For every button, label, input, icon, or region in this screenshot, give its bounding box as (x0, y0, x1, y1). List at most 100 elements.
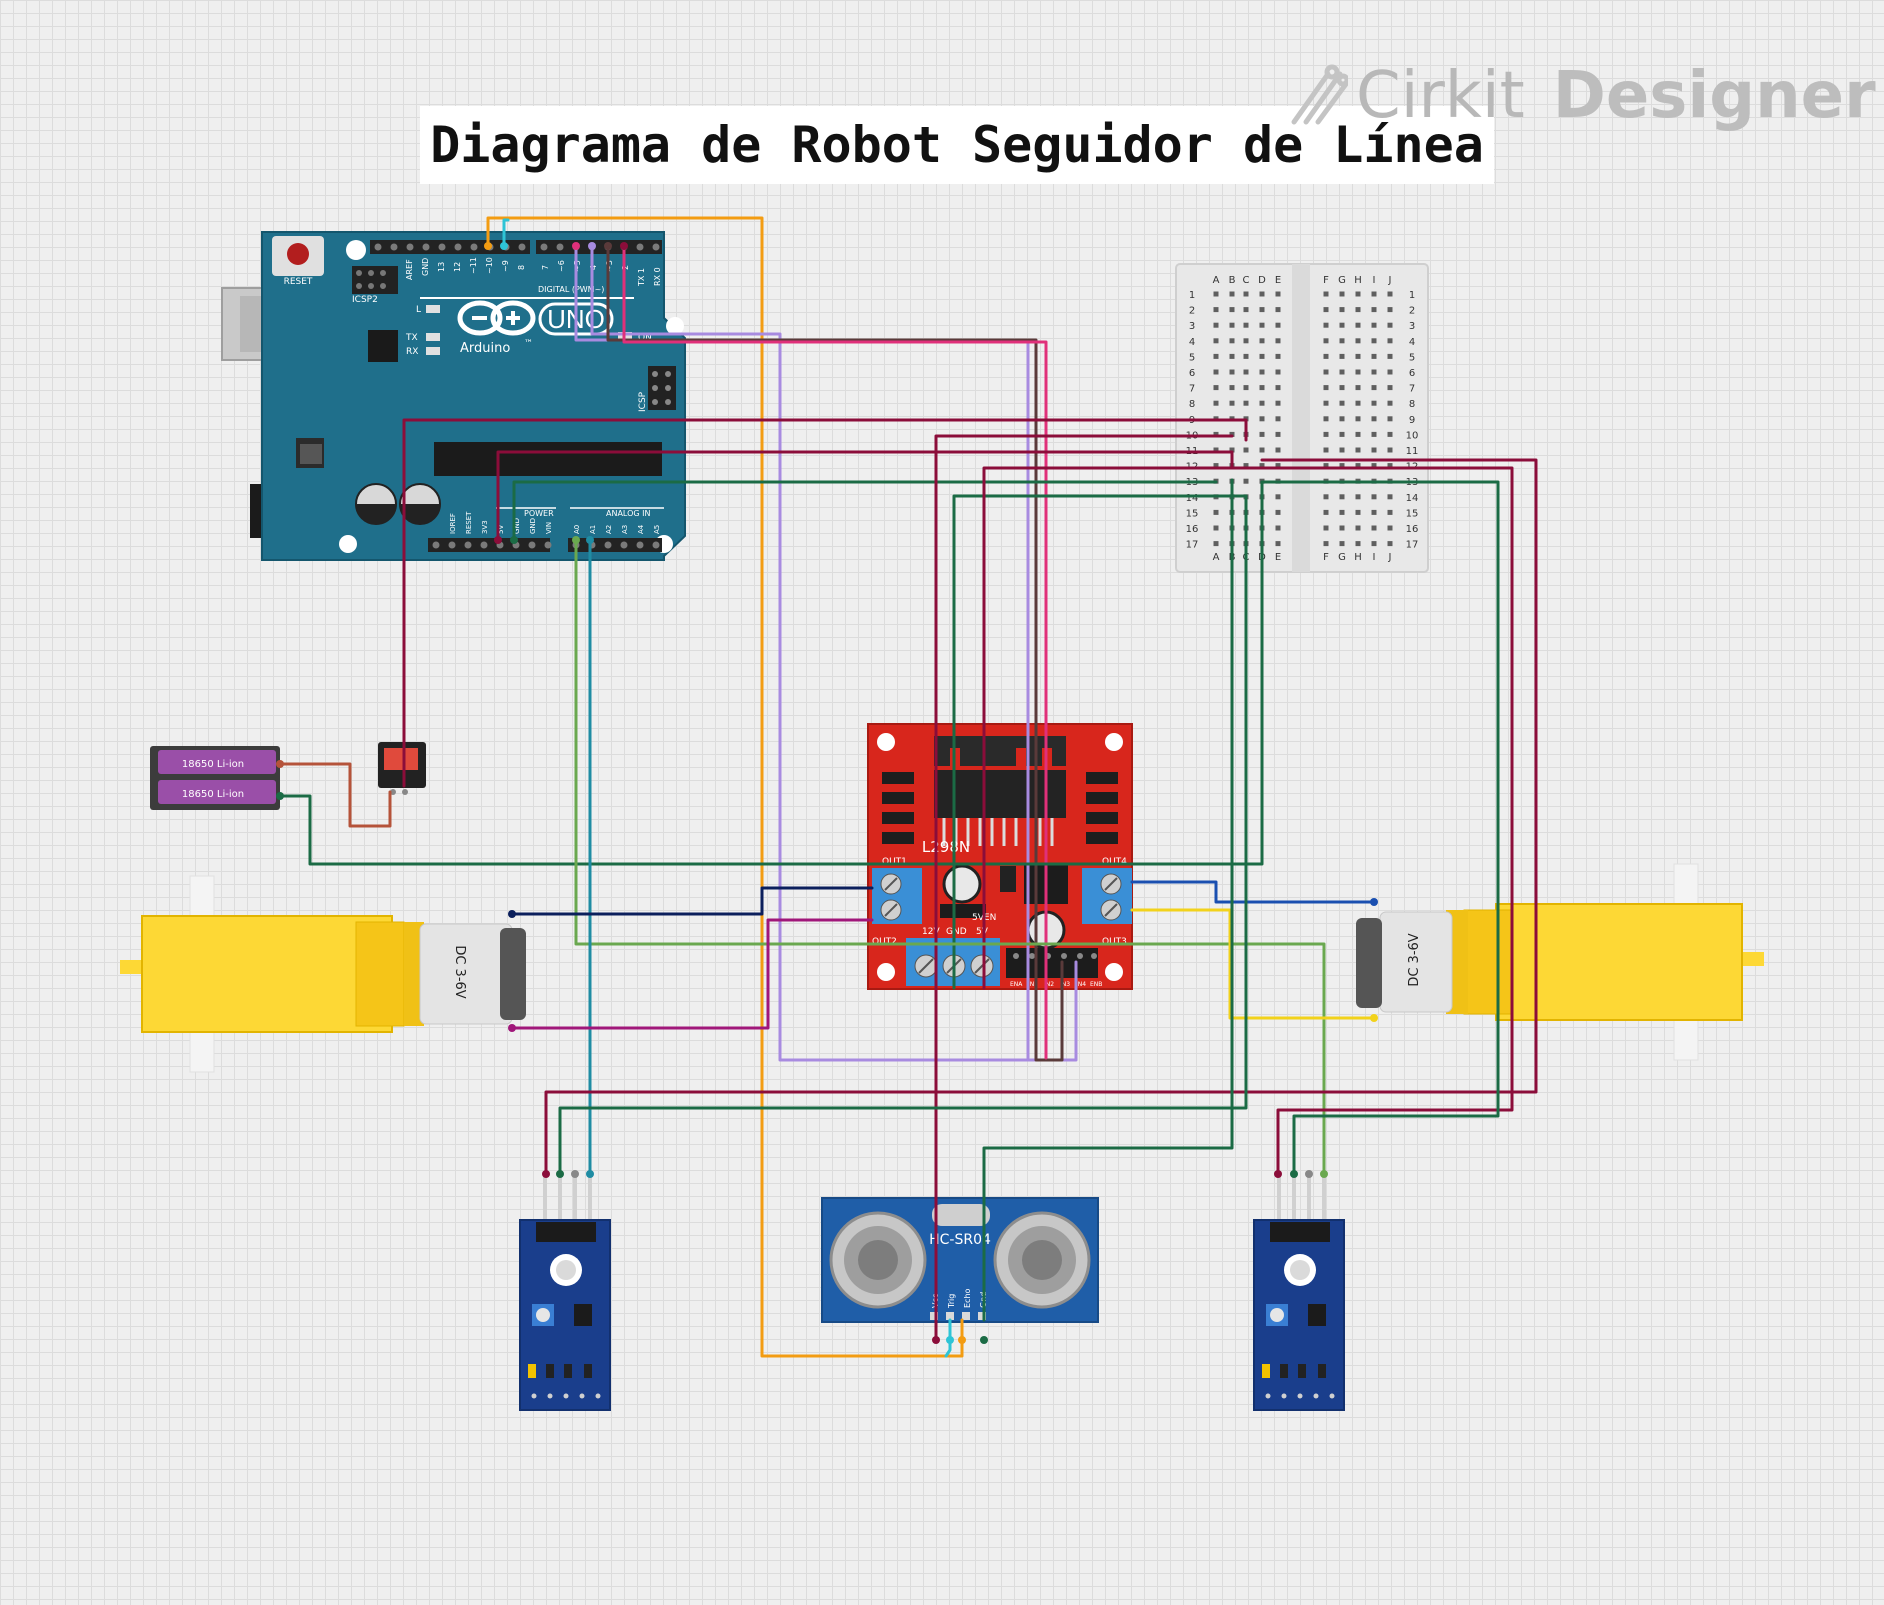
breadboard-hole[interactable] (1339, 463, 1345, 469)
wire-gnd-sonar[interactable] (982, 478, 1234, 1322)
breadboard-hole[interactable] (1339, 307, 1345, 313)
breadboard-hole[interactable] (1355, 416, 1361, 422)
breadboard-hole[interactable] (1339, 338, 1345, 344)
breadboard-hole[interactable] (1355, 353, 1361, 359)
breadboard-hole[interactable] (1259, 385, 1265, 391)
wire-gnd-to-breadboard[interactable] (512, 480, 1218, 542)
breadboard-hole[interactable] (1323, 541, 1329, 547)
breadboard-hole[interactable] (1229, 400, 1235, 406)
breadboard-hole[interactable] (1259, 400, 1265, 406)
breadboard-hole[interactable] (1371, 431, 1377, 437)
breadboard-hole[interactable] (1355, 385, 1361, 391)
breadboard-hole[interactable] (1213, 369, 1219, 375)
breadboard-hole[interactable] (1387, 494, 1393, 500)
breadboard-hole[interactable] (1213, 353, 1219, 359)
breadboard-hole[interactable] (1275, 463, 1281, 469)
breadboard-hole[interactable] (1339, 447, 1345, 453)
breadboard-hole[interactable] (1339, 525, 1345, 531)
breadboard-hole[interactable] (1387, 525, 1393, 531)
breadboard-hole[interactable] (1371, 291, 1377, 297)
breadboard-hole[interactable] (1229, 431, 1235, 437)
breadboard-hole[interactable] (1323, 509, 1329, 515)
breadboard-hole[interactable] (1275, 400, 1281, 406)
breadboard-hole[interactable] (1387, 400, 1393, 406)
breadboard-hole[interactable] (1275, 525, 1281, 531)
breadboard-hole[interactable] (1323, 447, 1329, 453)
breadboard-hole[interactable] (1229, 291, 1235, 297)
breadboard-hole[interactable] (1243, 463, 1249, 469)
breadboard-hole[interactable] (1387, 509, 1393, 515)
breadboard-hole[interactable] (1229, 338, 1235, 344)
breadboard-hole[interactable] (1323, 463, 1329, 469)
breadboard-hole[interactable] (1213, 338, 1219, 344)
wire-a0-ir-left[interactable] (574, 538, 1326, 1176)
wire-out3-motor-right[interactable] (1130, 908, 1376, 1020)
breadboard-hole[interactable] (1355, 447, 1361, 453)
breadboard-hole[interactable] (1387, 322, 1393, 328)
breadboard-hole[interactable] (1387, 385, 1393, 391)
breadboard-hole[interactable] (1387, 353, 1393, 359)
breadboard-hole[interactable] (1243, 385, 1249, 391)
wire-breadboard-5v-driver[interactable] (982, 466, 1264, 990)
breadboard-hole[interactable] (1339, 369, 1345, 375)
breadboard-hole[interactable] (1355, 322, 1361, 328)
breadboard-hole[interactable] (1371, 369, 1377, 375)
breadboard-hole[interactable] (1339, 431, 1345, 437)
breadboard-hole[interactable] (1339, 494, 1345, 500)
wire-gnd-ir-left[interactable] (558, 494, 1248, 1176)
breadboard-hole[interactable] (1243, 447, 1249, 453)
breadboard-hole[interactable] (1243, 338, 1249, 344)
breadboard-hole[interactable] (1243, 307, 1249, 313)
breadboard-hole[interactable] (1371, 447, 1377, 453)
breadboard-hole[interactable] (1323, 291, 1329, 297)
wire-vcc-ir-left[interactable] (544, 458, 1538, 1176)
breadboard-hole[interactable] (1243, 400, 1249, 406)
wire-out2-motor-left[interactable] (510, 918, 874, 1030)
breadboard-hole[interactable] (1387, 541, 1393, 547)
breadboard-hole[interactable] (1275, 322, 1281, 328)
breadboard-hole[interactable] (1213, 322, 1219, 328)
wire-pin6-to-in3[interactable] (606, 244, 1064, 1062)
breadboard-hole[interactable] (1259, 416, 1265, 422)
breadboard-hole[interactable] (1355, 431, 1361, 437)
breadboard-hole[interactable] (1339, 400, 1345, 406)
breadboard-hole[interactable] (1275, 494, 1281, 500)
breadboard-hole[interactable] (1275, 431, 1281, 437)
breadboard-hole[interactable] (1275, 447, 1281, 453)
breadboard-hole[interactable] (1355, 463, 1361, 469)
breadboard-hole[interactable] (1355, 369, 1361, 375)
breadboard-hole[interactable] (1213, 431, 1219, 437)
breadboard-hole[interactable] (1323, 353, 1329, 359)
arduino-uno[interactable]: RESET ICSP2 AREF GND 13 12 ~11 ~10 ~9 8 … (221, 231, 686, 561)
breadboard-hole[interactable] (1323, 431, 1329, 437)
breadboard-hole[interactable] (1323, 338, 1329, 344)
breadboard-hole[interactable] (1275, 338, 1281, 344)
breadboard-hole[interactable] (1213, 525, 1219, 531)
power-switch[interactable] (378, 742, 426, 795)
breadboard-hole[interactable] (1355, 525, 1361, 531)
breadboard-hole[interactable] (1371, 338, 1377, 344)
breadboard-hole[interactable] (1213, 291, 1219, 297)
ir-sensor-left[interactable] (519, 1176, 611, 1411)
breadboard-hole[interactable] (1275, 369, 1281, 375)
wire-gnd-ir-right[interactable] (1260, 480, 1500, 1176)
breadboard-hole[interactable] (1339, 416, 1345, 422)
breadboard-hole[interactable] (1355, 494, 1361, 500)
l298n-driver[interactable]: L298N OUT1 OUT2 OUT3 OUT4 5VEN 12V GND 5… (867, 723, 1133, 990)
breadboard-hole[interactable] (1229, 447, 1235, 453)
wire-breadboard-gnd-driver[interactable] (952, 494, 1248, 990)
breadboard-hole[interactable] (1323, 400, 1329, 406)
breadboard-hole[interactable] (1259, 369, 1265, 375)
breadboard-hole[interactable] (1259, 307, 1265, 313)
breadboard-hole[interactable] (1323, 416, 1329, 422)
breadboard-hole[interactable] (1275, 541, 1281, 547)
breadboard-hole[interactable] (1229, 385, 1235, 391)
breadboard-hole[interactable] (1259, 353, 1265, 359)
breadboard-hole[interactable] (1339, 509, 1345, 515)
breadboard-hole[interactable] (1371, 494, 1377, 500)
wire-battery-to-switch[interactable] (278, 762, 392, 828)
breadboard-hole[interactable] (1339, 353, 1345, 359)
breadboard-hole[interactable] (1339, 291, 1345, 297)
wire-pin4-to-in2[interactable] (590, 244, 1078, 1062)
breadboard-hole[interactable] (1355, 541, 1361, 547)
